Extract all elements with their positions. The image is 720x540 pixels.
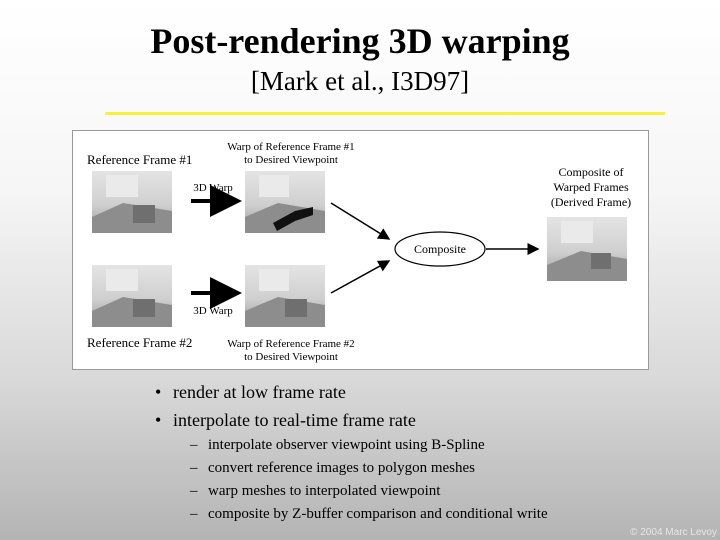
bullet-item: interpolate to real-time frame rate xyxy=(155,406,416,434)
warp2-label-line1: Warp of Reference Frame #2 xyxy=(227,338,354,350)
composite-label: Composite xyxy=(414,242,466,256)
warp1-label-line1: Warp of Reference Frame #1 xyxy=(227,141,354,153)
warp1-image xyxy=(245,171,325,233)
sub-bullet-item: composite by Z-buffer comparison and con… xyxy=(190,503,548,526)
result-label-line3: (Derived Frame) xyxy=(551,195,631,209)
warp2-label-line2: to Desired Viewpoint xyxy=(244,351,338,363)
to-composite-arrow-2 xyxy=(330,260,391,294)
sub-bullets: interpolate observer viewpoint using B-S… xyxy=(190,434,548,526)
diagram-canvas: Reference Frame #1 Warp of Reference Fra… xyxy=(87,141,631,363)
warping-diagram: Reference Frame #1 Warp of Reference Fra… xyxy=(72,130,649,370)
warp2-image xyxy=(245,265,325,327)
sub-bullet-item: convert reference images to polygon mesh… xyxy=(190,457,548,480)
sub-bullet-item: interpolate observer viewpoint using B-S… xyxy=(190,434,548,457)
to-composite-arrow-1 xyxy=(330,202,391,240)
composite-node xyxy=(394,231,486,267)
result-image xyxy=(547,217,627,281)
ref2-image xyxy=(92,265,172,327)
warp-label-2: 3D Warp xyxy=(193,305,233,317)
sub-bullet-item: warp meshes to interpolated viewpoint xyxy=(190,480,548,503)
result-label-line1: Composite of xyxy=(559,165,624,179)
ref2-label: Reference Frame #2 xyxy=(87,335,192,350)
bullet-item: render at low frame rate xyxy=(155,378,416,406)
main-bullets: render at low frame rate interpolate to … xyxy=(155,378,416,434)
slide-subtitle: [Mark et al., I3D97] xyxy=(250,66,470,96)
ref1-label: Reference Frame #1 xyxy=(87,152,192,167)
copyright-notice: © 2004 Marc Levoy xyxy=(630,527,717,538)
slide-title: Post-rendering 3D warping xyxy=(150,21,570,61)
result-label-line2: Warped Frames xyxy=(553,180,629,194)
title-divider xyxy=(105,112,665,115)
ref1-image xyxy=(92,171,172,233)
warp1-label-line2: to Desired Viewpoint xyxy=(244,154,338,166)
warp-label-1: 3D Warp xyxy=(193,182,233,194)
